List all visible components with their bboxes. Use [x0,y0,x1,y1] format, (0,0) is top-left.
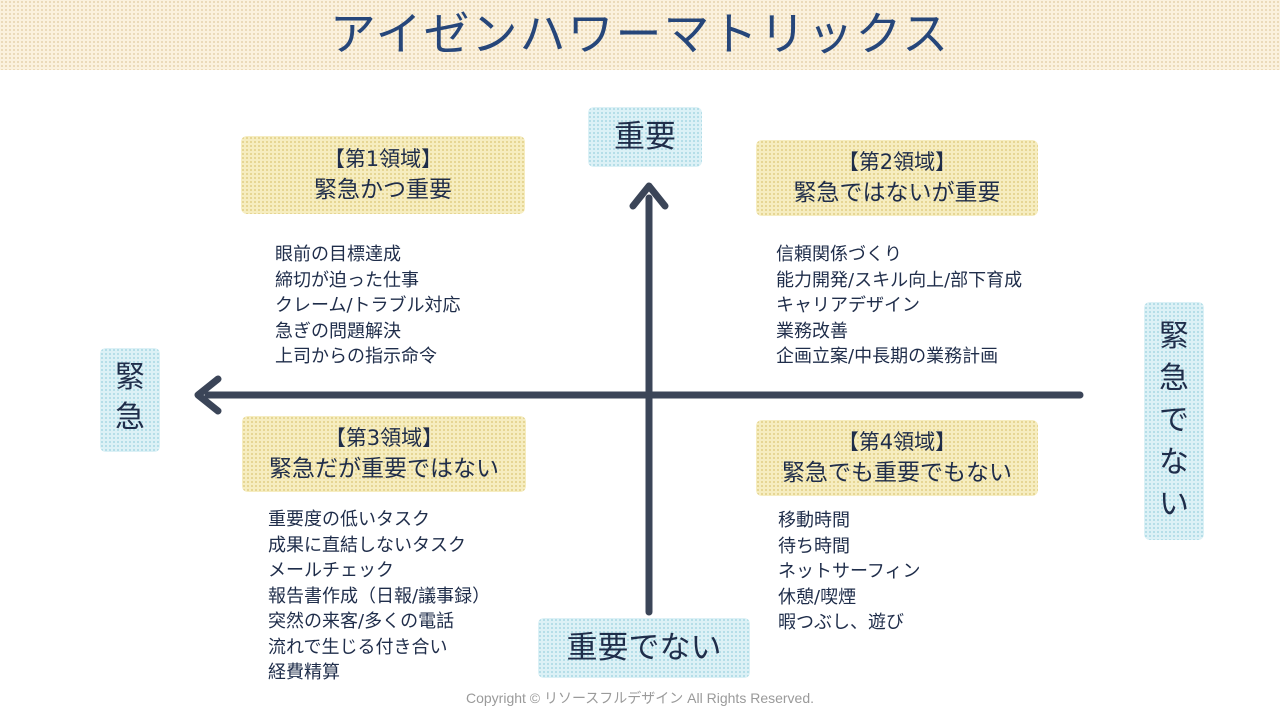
list-item: キャリアデザイン [776,295,920,316]
axis-label-not-urgent: 緊 急 で な い [1144,302,1204,540]
quadrant-2-heading: 【第2領域】 [837,150,957,174]
list-item: 休憩/喫煙 [778,586,857,608]
quadrant-4-heading: 【第4領域】 [837,430,957,454]
quadrant-2-label: 【第2領域】 緊急ではないが重要 [756,140,1038,216]
quadrant-4-list: 移動時間 待ち時間 ネットサーフィン 休憩/喫煙 暇つぶし、遊び [778,508,921,636]
page-title: アイゼンハワーマトリックス [329,7,951,61]
left-arrowhead [194,375,222,415]
list-item: 流れで生じる付き合い [268,636,448,658]
list-item: 報告書作成（日報/議事録） [268,585,491,607]
list-item: 急ぎの問題解決 [275,320,401,342]
quadrant-4-subtitle: 緊急でも重要でもない [782,460,1012,486]
list-item: 待ち時間 [778,535,850,557]
quadrant-3-heading: 【第3領域】 [324,426,444,450]
list-item: 信頼関係づくり [776,244,902,265]
quadrant-3-list: 重要度の低いタスク 成果に直結しないタスク メールチェック 報告書作成（日報/議… [268,507,490,686]
quadrant-2-list: 信頼関係づくり 能力開発/スキル向上/部下育成 キャリアデザイン 業務改善 企画… [776,242,1022,370]
list-item: 企画立案/中長期の業務計画 [776,346,999,367]
list-item: 成果に直結しないタスク [268,534,466,556]
quadrant-3-subtitle: 緊急だが重要ではない [269,456,499,482]
quadrant-2-subtitle: 緊急ではないが重要 [793,180,1001,206]
list-item: メールチェック [268,560,394,581]
list-item: 暇つぶし、遊び [778,612,904,633]
list-item: 突然の来客/多くの電話 [268,611,455,632]
quadrant-1-label: 【第1領域】 緊急かつ重要 [241,136,525,214]
up-arrowhead [629,182,669,210]
axis-label-not-important: 重要でない [538,618,750,678]
title-band [0,0,1280,70]
quadrant-4-label: 【第4領域】 緊急でも重要でもない [756,420,1038,496]
list-item: 眼前の目標達成 [275,244,401,265]
list-item: 移動時間 [778,510,850,531]
quadrant-1-list: 眼前の目標達成 締切が迫った仕事 クレーム/トラブル対応 急ぎの問題解決 上司か… [275,242,461,370]
quadrant-1-subtitle: 緊急かつ重要 [314,177,452,203]
axis-label-important: 重要 [588,107,702,167]
list-item: ネットサーフィン [778,561,921,582]
quadrant-1-heading: 【第1領域】 [323,147,443,171]
quadrant-3-label: 【第3領域】 緊急だが重要ではない [242,416,526,492]
copyright: Copyright © リソースフルデザイン All Rights Reserv… [465,690,815,706]
list-item: 締切が迫った仕事 [275,269,419,291]
list-item: 業務改善 [776,320,848,342]
list-item: クレーム/トラブル対応 [275,295,461,316]
list-item: 経費精算 [268,662,340,683]
list-item: 上司からの指示命令 [275,346,437,367]
list-item: 重要度の低いタスク [268,509,430,530]
list-item: 能力開発/スキル向上/部下育成 [776,269,1023,291]
axis-label-urgent: 緊 急 [100,348,160,452]
